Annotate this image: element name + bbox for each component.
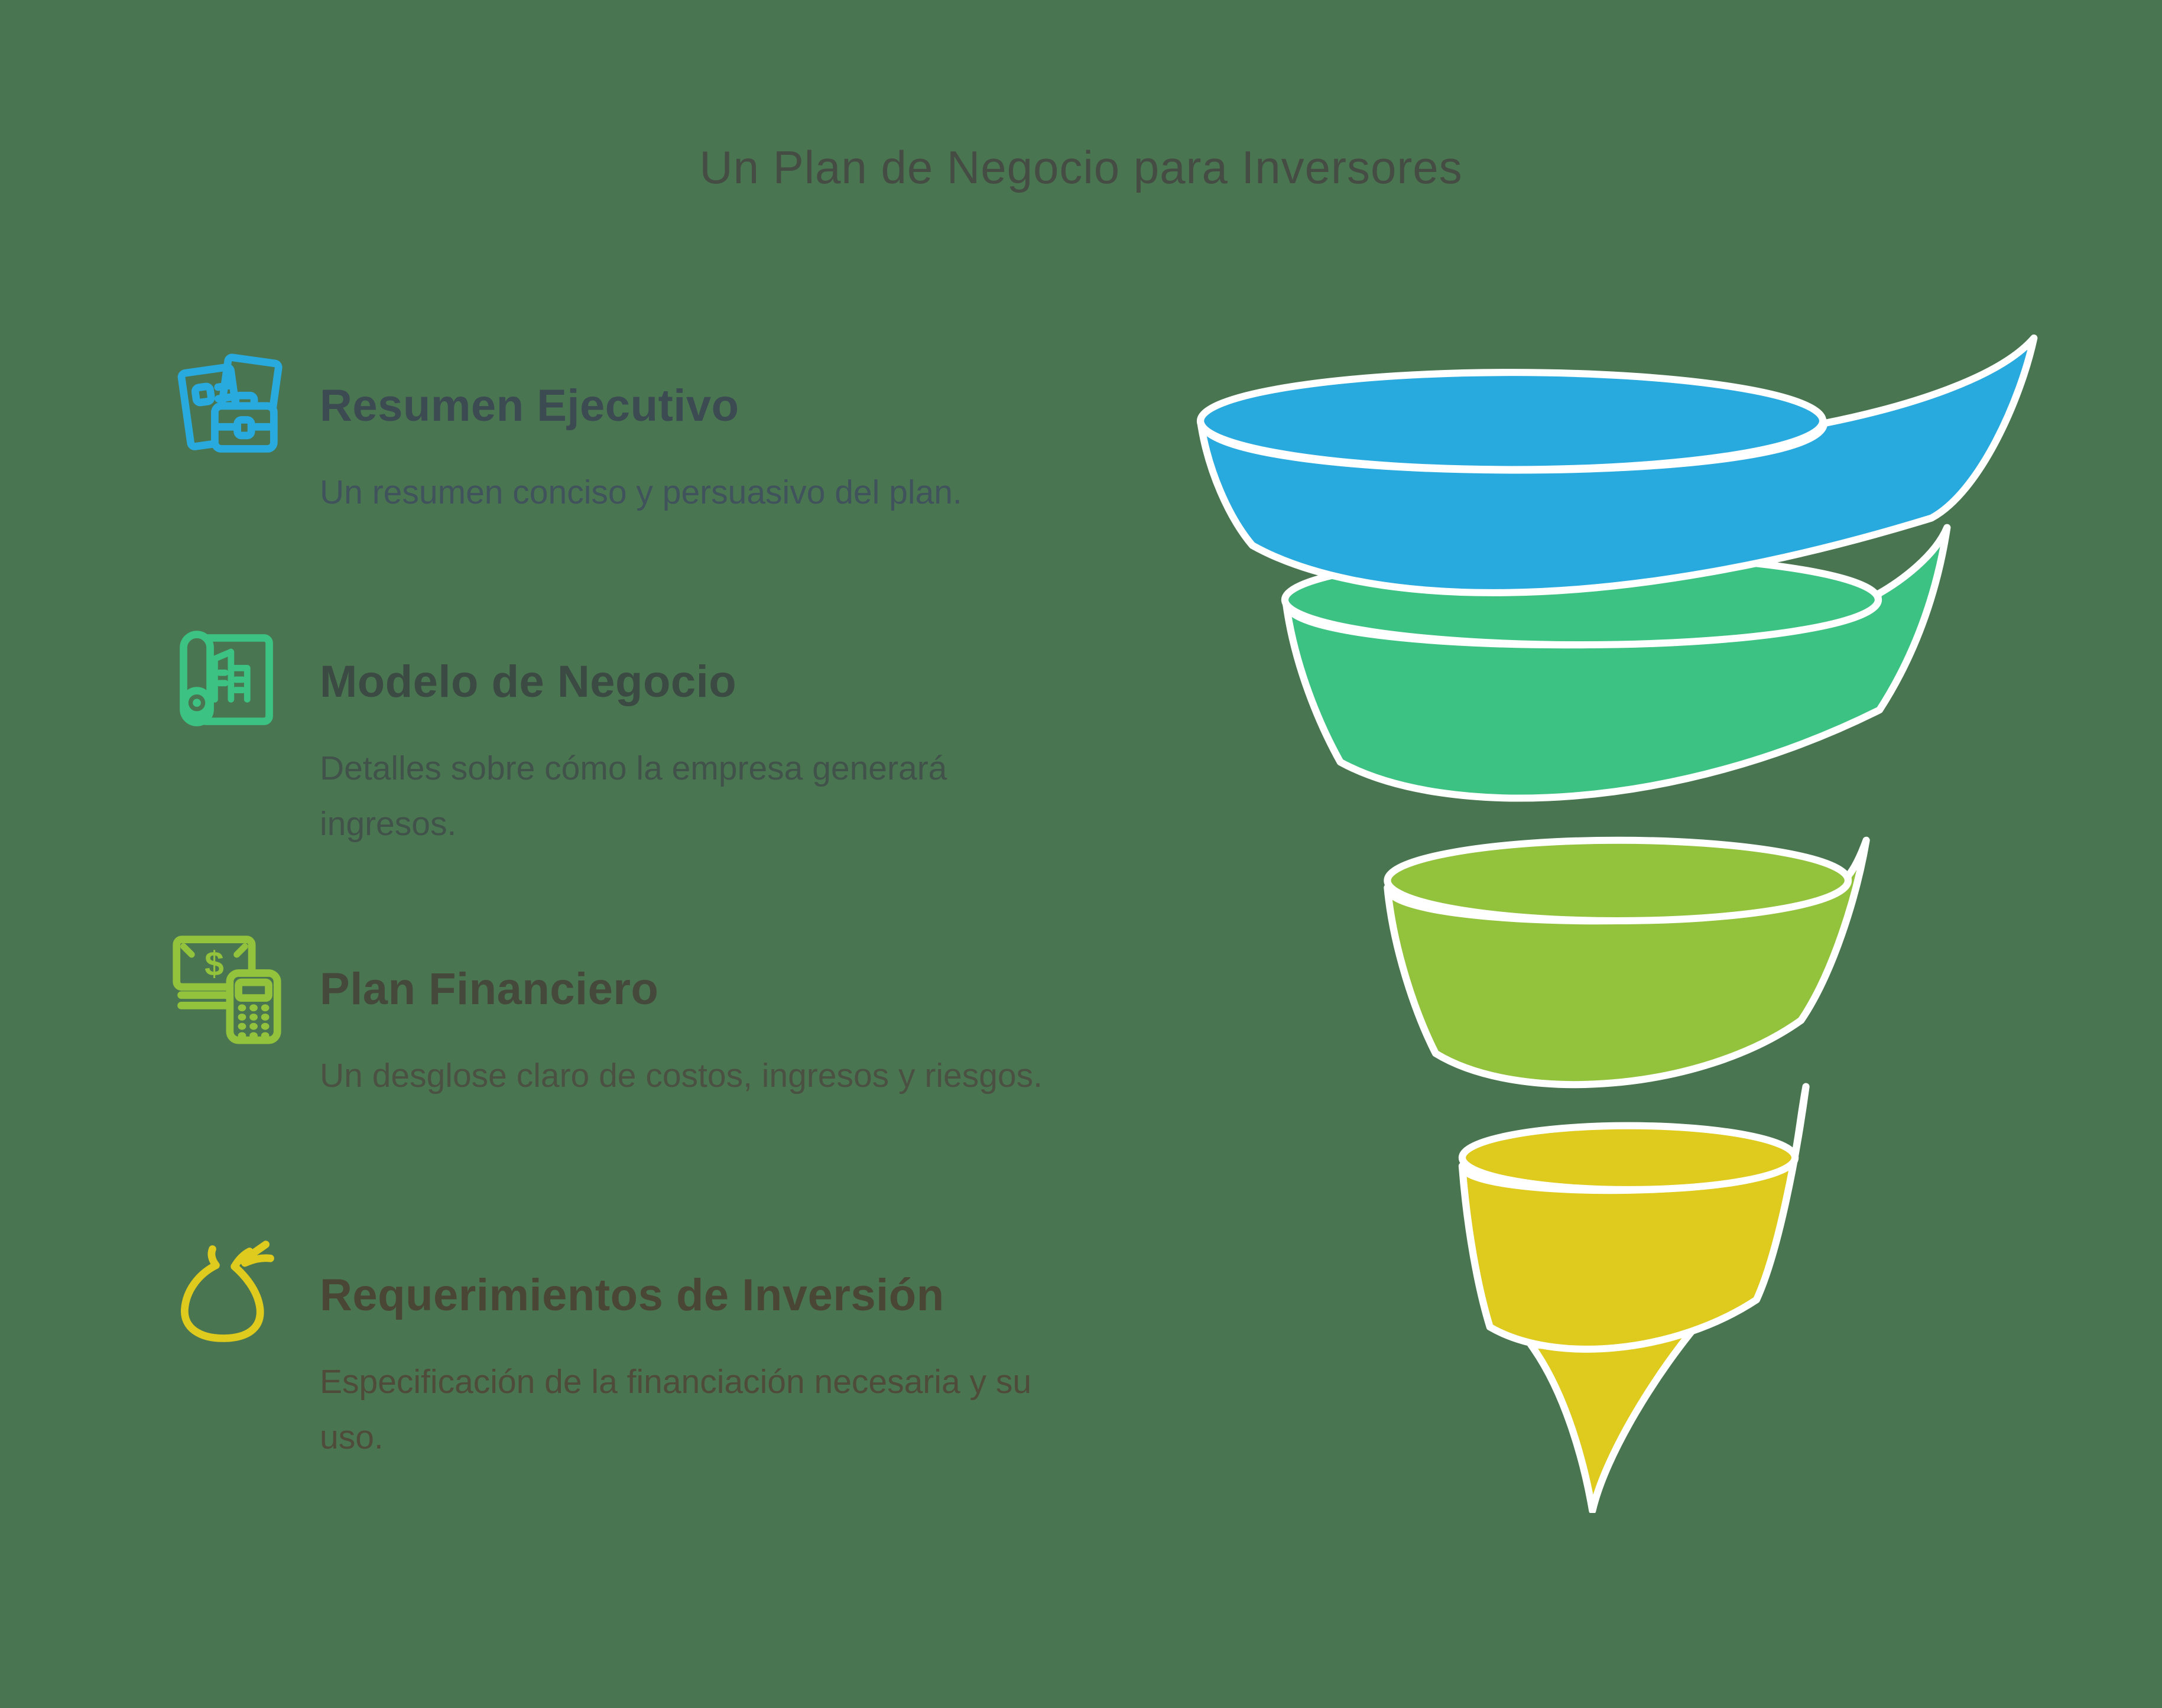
funnel-level-1-lid — [1196, 369, 1827, 473]
section-heading: Requerimientos de Inversión — [320, 1270, 944, 1320]
section-modelo-de-negocio: Modelo de Negocio Detalles sobre cómo la… — [168, 622, 1064, 852]
money-calculator-icon: $ — [168, 929, 284, 1045]
section-heading: Resumen Ejecutivo — [320, 381, 739, 431]
section-resumen-ejecutivo: Resumen Ejecutivo Un resumen conciso y p… — [168, 346, 1064, 520]
money-bag-icon — [168, 1235, 284, 1351]
section-body: Un resumen conciso y persuasivo del plan… — [320, 473, 962, 511]
documents-briefcase-icon — [168, 346, 284, 462]
section-body: Especificación de la financiación necesa… — [320, 1363, 1032, 1456]
section-plan-financiero: $ Plan Financiero Un desglose claro de c… — [168, 929, 1064, 1103]
funnel-level-3-lid — [1384, 836, 1852, 925]
funnel-level-4-lid — [1458, 1122, 1799, 1193]
page-title: Un Plan de Negocio para Inversores — [699, 141, 1463, 193]
funnel-spiral — [1196, 335, 2038, 1513]
section-body: Un desglose claro de costos, ingresos y … — [320, 1057, 1043, 1095]
blueprint-icon — [168, 622, 284, 738]
section-heading: Plan Financiero — [320, 964, 659, 1014]
section-heading: Modelo de Negocio — [320, 657, 737, 707]
section-requerimientos-de-inversion: Requerimientos de Inversión Especificaci… — [168, 1235, 1064, 1465]
section-body: Detalles sobre cómo la empresa generará … — [320, 749, 947, 843]
dollar-glyph: $ — [204, 944, 224, 983]
